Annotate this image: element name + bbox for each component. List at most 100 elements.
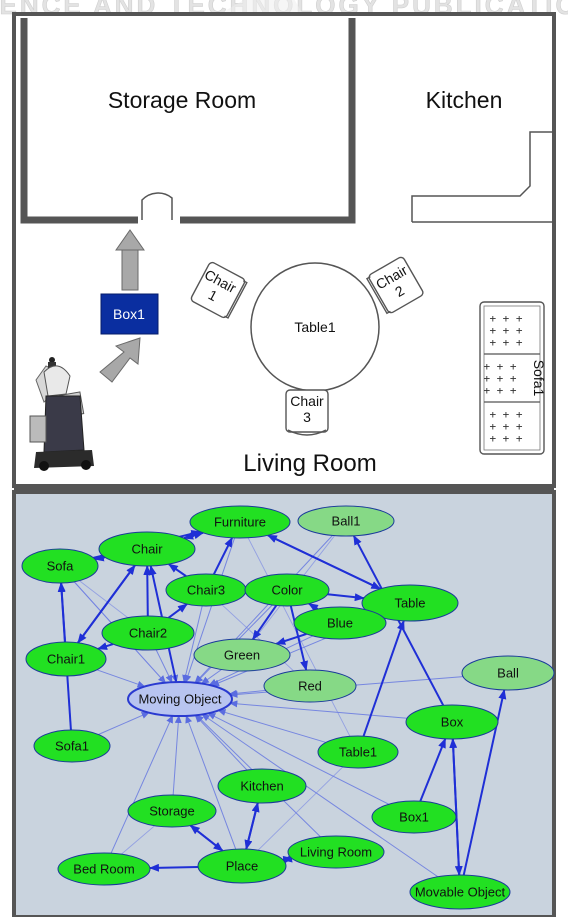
node-label-blue: Blue	[327, 616, 353, 631]
node-label-movable-object: Movable Object	[415, 885, 506, 900]
edge-chair2-to-chair3	[167, 603, 188, 619]
edge-box1-to-moving-object	[207, 712, 389, 805]
node-label-storage: Storage	[149, 804, 195, 819]
node-chair: Chair	[98, 531, 196, 567]
sofa-cushion-pattern: + + +	[489, 312, 522, 325]
node-shape-place	[197, 848, 287, 884]
node-label-ball1: Ball1	[332, 514, 361, 529]
box1-object	[100, 293, 159, 335]
sofa-cushion-pattern: + + +	[489, 324, 522, 337]
node-label-kitchen: Kitchen	[240, 779, 283, 794]
node-shape-chair	[98, 531, 196, 567]
sofa-cushion-pattern: + + +	[483, 372, 516, 385]
chair3-label-line2: 3	[303, 409, 311, 425]
node-shape-kitchen	[217, 768, 307, 804]
node-shape-movable-object	[409, 874, 511, 910]
node-box1: Box1	[371, 800, 457, 834]
map-frame	[12, 12, 556, 488]
node-label-bed-room: Bed Room	[73, 862, 134, 877]
edge-chair3-to-moving-object	[182, 605, 203, 684]
edge-chair2-to-chair	[143, 564, 152, 617]
node-chair1: Chair1	[25, 641, 107, 677]
path-arrow-up	[115, 229, 145, 291]
node-box: Box	[405, 704, 499, 740]
edge-color-to-table	[327, 593, 365, 602]
node-label-furniture: Furniture	[214, 515, 266, 530]
node-sofa1: Sofa1	[33, 729, 111, 763]
node-label-sofa: Sofa	[47, 559, 75, 574]
edge-color-to-green	[251, 604, 278, 641]
node-label-chair1: Chair1	[47, 652, 85, 667]
node-shape-ball1	[297, 505, 395, 537]
edge-chair2-to-chair1	[97, 642, 114, 650]
storage-wall-right	[180, 18, 356, 224]
node-blue: Blue	[293, 606, 387, 640]
node-furniture: Furniture	[189, 505, 291, 539]
edge-table1-to-moving-object	[217, 709, 327, 743]
chair3-label-line1: Chair	[290, 393, 324, 409]
sofa1-object: + + + + + + + + + + + + + + + + + + + + …	[479, 301, 547, 455]
edge-bed_room-to-moving-object	[110, 714, 173, 854]
graph-frame	[12, 490, 556, 917]
floor-map: Storage Room Kitchen Living Room Box1 Ta…	[12, 12, 556, 492]
edge-bed_room-storage	[121, 825, 156, 855]
node-shape-red	[263, 669, 357, 703]
kitchen-counter	[411, 131, 554, 222]
edge-place-to-storage	[189, 824, 224, 852]
node-label-color: Color	[271, 583, 303, 598]
living-room-label: Living Room	[243, 450, 376, 477]
edge-color-to-red	[289, 605, 308, 672]
edge-box-to-moving-object	[229, 700, 408, 719]
node-shape-bed-room	[57, 852, 151, 886]
node-shape-table	[361, 584, 459, 622]
table1-label: Table1	[294, 319, 335, 335]
edge-chair-to-sofa	[93, 553, 106, 562]
edge-place-to-kitchen	[245, 801, 260, 850]
node-label-box1: Box1	[399, 810, 429, 825]
edge-place-to-living_room	[282, 855, 294, 864]
node-shape-sofa	[21, 548, 99, 584]
node-shape-blue	[293, 606, 387, 640]
node-shape-chair1	[25, 641, 107, 677]
node-label-place: Place	[226, 859, 259, 874]
edge-chair2-to-moving-object	[155, 649, 173, 684]
robot-illustration	[29, 357, 94, 471]
node-green: Green	[193, 638, 291, 672]
kitchen-label: Kitchen	[426, 87, 503, 113]
node-kitchen: Kitchen	[217, 768, 307, 804]
chair2-object: Chair 2	[365, 256, 424, 315]
node-table: Table	[361, 584, 459, 622]
node-label-chair3: Chair3	[187, 583, 225, 598]
edge-kitchen-to-moving-object	[194, 714, 248, 771]
node-label-box: Box	[441, 715, 464, 730]
node-shape-chair2	[101, 615, 195, 651]
node-label-moving-object: Moving Object	[138, 692, 221, 707]
node-label-living-room: Living Room	[300, 845, 372, 860]
sofa-cushion-pattern: + + +	[489, 432, 522, 445]
edge-storage-to-moving-object	[172, 714, 182, 796]
node-color: Color	[244, 573, 330, 607]
node-red: Red	[263, 669, 357, 703]
edge-chair2-sofa	[78, 580, 129, 619]
node-label-table1: Table1	[339, 745, 377, 760]
node-label-sofa1: Sofa1	[55, 739, 89, 754]
node-label-red: Red	[298, 679, 322, 694]
edge-chair1-to-moving-object	[96, 669, 146, 688]
edge-sofa1-to-moving-object	[98, 712, 150, 735]
node-label-green: Green	[224, 648, 260, 663]
sofa-cushion-pattern: + + +	[489, 336, 522, 349]
node-shape-living-room	[287, 835, 385, 869]
sofa1-label: Sofa1	[531, 360, 547, 397]
sofa-cushion-pattern: + + +	[483, 360, 516, 373]
edge-box1-to-box	[419, 737, 447, 802]
node-living-room: Living Room	[287, 835, 385, 869]
sofa-cushion-pattern: + + +	[483, 384, 516, 397]
node-shape-table1	[317, 735, 399, 769]
panel-divider	[14, 484, 554, 492]
chair3-object: Chair 3	[285, 389, 329, 436]
storage-room-label: Storage Room	[108, 87, 256, 113]
node-label-chair2: Chair2	[129, 626, 167, 641]
